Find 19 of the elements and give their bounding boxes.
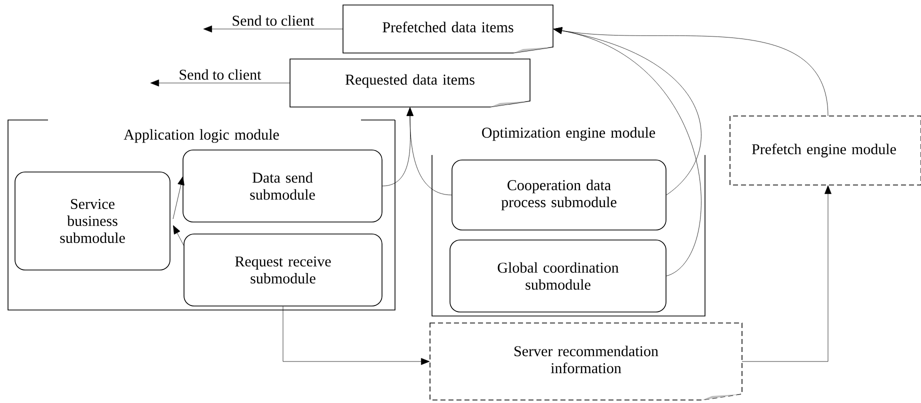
dashed-box: Prefetch engine module <box>730 116 921 186</box>
arrow <box>742 185 832 362</box>
arrow <box>203 26 344 32</box>
arrow <box>553 27 828 116</box>
arrow <box>172 176 184 220</box>
submodule-box: Cooperation data process submodule <box>452 160 666 230</box>
edge-label: Send to client <box>232 15 314 26</box>
arrow <box>173 225 184 246</box>
document-box: Requested data items <box>290 58 530 108</box>
document-box: Server recommendation information <box>430 322 742 400</box>
document-box: Prefetched data items <box>342 4 554 54</box>
submodule-box: Request receive submodule <box>184 234 382 306</box>
submodule-box: Service business submodule <box>14 172 170 270</box>
edge-label: Send to client <box>180 69 262 80</box>
arrow <box>406 107 452 196</box>
arrow <box>150 80 290 86</box>
submodule-box: Global coordination submodule <box>450 240 666 312</box>
submodule-box: Data send submodule <box>182 150 382 222</box>
arrow <box>282 306 430 365</box>
